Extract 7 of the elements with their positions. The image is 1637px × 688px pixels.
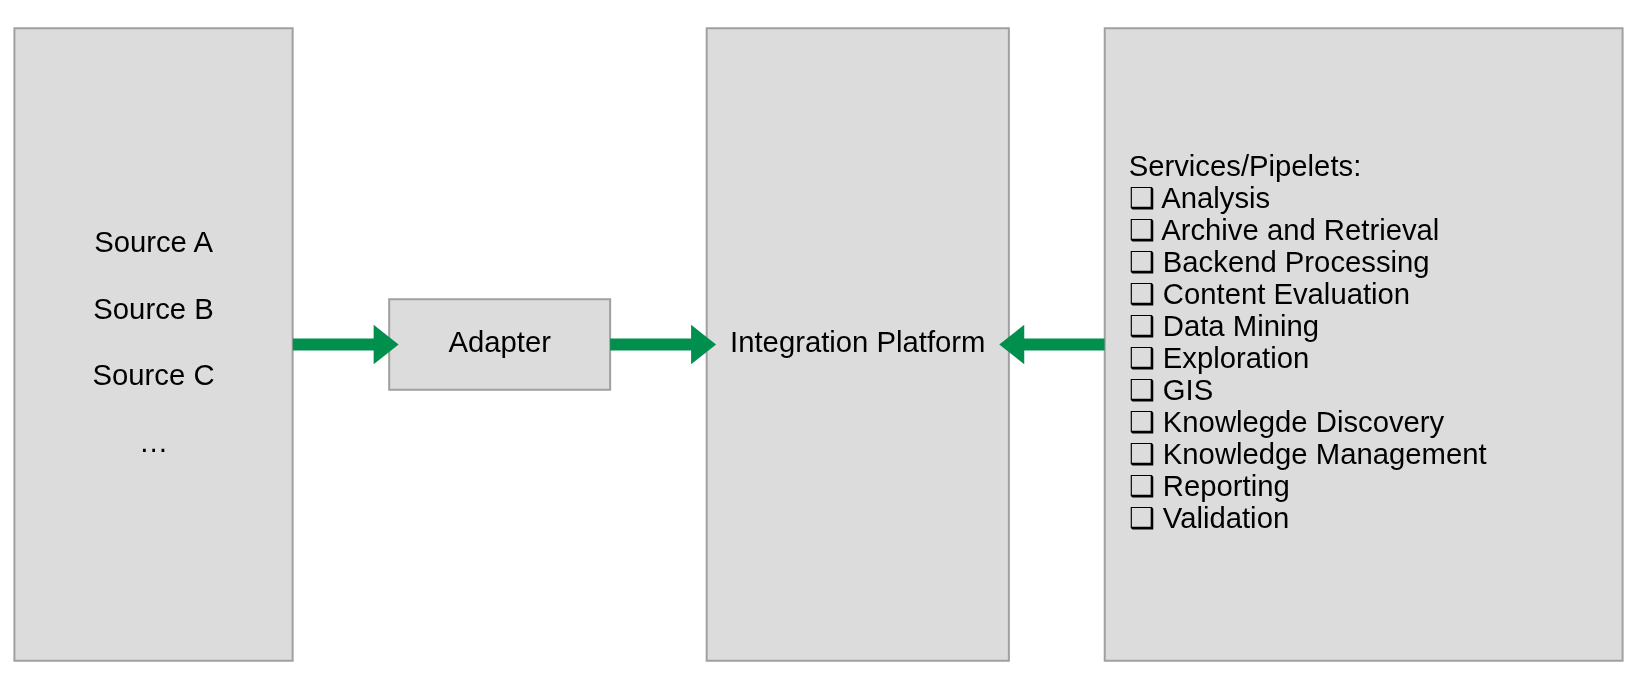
arrow [999,324,1105,364]
arrow [610,324,717,364]
node-box: Services/Pipelets: ❑ Analysis ❑ Archive and Retrieval ❑ Backend Processing ❑ Content Evaluation ❑ Data Mining ❑ Exploration ❑ GIS ❑ Knowlegde Discovery ❑ Knowledge Management ❑ Reporting ❑ Validation [1103,26,1624,662]
node-box: Adapter [388,297,612,391]
arrow [292,324,399,364]
node-box: Source A Source B Source C … [13,26,294,662]
node-box: Integration Platform [705,26,1010,662]
